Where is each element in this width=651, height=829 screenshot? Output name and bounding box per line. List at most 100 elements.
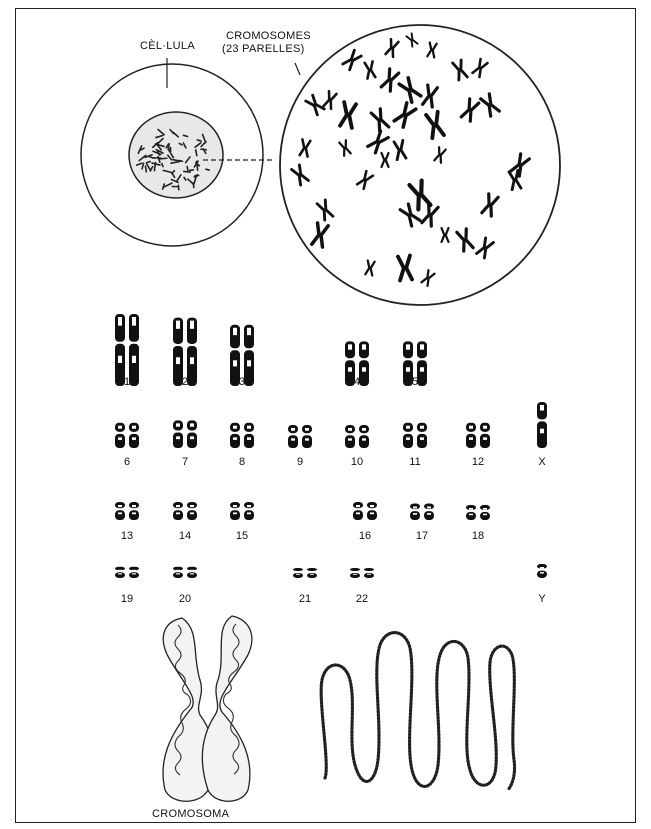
chromosome-glyph bbox=[350, 568, 360, 578]
loose-chromosome bbox=[511, 154, 530, 176]
chromosome-glyph bbox=[480, 423, 490, 448]
loose-chromosome bbox=[312, 223, 328, 247]
chromosome-pair-15 bbox=[230, 502, 254, 520]
loose-chromosome bbox=[386, 39, 399, 57]
loose-chromosome bbox=[365, 260, 374, 275]
chromosome-glyph bbox=[129, 502, 139, 520]
chromosome-glyph bbox=[403, 423, 413, 448]
loose-chromosome bbox=[343, 50, 361, 70]
scattered-chromosomes bbox=[292, 33, 530, 286]
karyotype-label-7: 7 bbox=[165, 456, 205, 468]
chromatin-fiber bbox=[321, 633, 514, 790]
chromosome-glyph bbox=[417, 423, 427, 448]
karyotype-label-17: 17 bbox=[402, 530, 442, 542]
loose-chromosome bbox=[317, 200, 333, 220]
karyotype-label-4: 4 bbox=[337, 376, 377, 388]
chromatin-fleck bbox=[196, 150, 197, 156]
loose-chromosome bbox=[473, 59, 488, 77]
loose-chromosome bbox=[442, 228, 449, 242]
chromatin-fleck bbox=[154, 162, 155, 170]
karyotype-label-12: 12 bbox=[458, 456, 498, 468]
loose-chromosome bbox=[457, 229, 473, 251]
chromosomes-label-pointer bbox=[295, 63, 300, 75]
chromosome-glyph bbox=[173, 567, 183, 578]
chromosome-glyph bbox=[302, 425, 312, 448]
loose-chromosome bbox=[340, 102, 356, 128]
cell-nucleus bbox=[129, 112, 223, 198]
loose-chromosome bbox=[423, 85, 438, 107]
loose-chromosome bbox=[453, 60, 468, 80]
loose-chromosome bbox=[292, 165, 309, 185]
loose-chromosome bbox=[381, 69, 399, 91]
chromosome-glyph bbox=[187, 502, 197, 520]
loose-chromosome bbox=[394, 140, 406, 159]
loose-chromosome bbox=[477, 238, 494, 258]
loose-chromosome bbox=[482, 194, 498, 216]
chromatin-fleck bbox=[168, 148, 169, 151]
chromosome-glyph bbox=[466, 505, 476, 520]
chromosome-pair-12 bbox=[466, 423, 490, 448]
chromosome-glyph bbox=[353, 502, 363, 520]
chromosome-glyph bbox=[359, 425, 369, 448]
karyotype-label-14: 14 bbox=[165, 530, 205, 542]
karyotype-label-8: 8 bbox=[222, 456, 262, 468]
chromosome-glyph bbox=[129, 567, 139, 578]
chromosome-glyph bbox=[115, 423, 125, 448]
chromosome-pair-10 bbox=[345, 425, 369, 448]
chromosome-pair-16 bbox=[353, 502, 377, 520]
chromosome-pair-9 bbox=[288, 425, 312, 448]
chromosome-pair-11 bbox=[403, 423, 427, 448]
chromosome-pair-7 bbox=[173, 420, 197, 448]
chromatin-fleck bbox=[206, 169, 209, 170]
cell-diagram bbox=[81, 58, 300, 246]
chromatin-fleck bbox=[187, 167, 188, 170]
chromosome-pair-17 bbox=[410, 504, 434, 521]
loose-chromosome bbox=[306, 95, 324, 115]
karyotype-label-16: 16 bbox=[345, 530, 385, 542]
loose-chromosome bbox=[426, 112, 444, 138]
chromosome-glyph bbox=[115, 502, 125, 520]
karyotype-label-6: 6 bbox=[107, 456, 147, 468]
chromosome-pair-x bbox=[537, 402, 547, 448]
chromatin-fleck bbox=[145, 166, 146, 172]
chromatin-fleck bbox=[189, 170, 193, 171]
chromatin-fleck bbox=[197, 161, 198, 170]
loose-chromosome bbox=[481, 94, 500, 116]
loose-chromosome bbox=[324, 91, 337, 109]
karyotype-label-22: 22 bbox=[342, 593, 382, 605]
chromosome-glyph bbox=[230, 423, 240, 448]
chromosome-glyph bbox=[466, 423, 476, 448]
chromosome-glyph bbox=[307, 568, 317, 578]
chromosome-pair-y bbox=[537, 564, 547, 578]
chromosome-pair-8 bbox=[230, 423, 254, 448]
chromatin-fiber-core bbox=[321, 633, 514, 790]
chromosome-glyph bbox=[367, 502, 377, 520]
chromosomes-pairs-label: (23 PARELLES) bbox=[222, 43, 305, 55]
chromosome-pair-6 bbox=[115, 423, 139, 448]
chromatin-fleck bbox=[160, 158, 166, 159]
chromosome-glyph bbox=[187, 567, 197, 578]
loose-chromosome bbox=[406, 33, 417, 46]
chromatin-fleck bbox=[147, 162, 150, 163]
karyotype-label-13: 13 bbox=[107, 530, 147, 542]
loose-chromosome bbox=[398, 256, 412, 281]
loose-chromosome bbox=[382, 153, 389, 167]
chromosome-glyph bbox=[244, 423, 254, 448]
loose-chromosome bbox=[368, 131, 389, 153]
chromosome-label: CROMOSOMA bbox=[152, 808, 229, 820]
chromosome-glyph bbox=[187, 420, 197, 448]
chromosome-glyph bbox=[345, 425, 355, 448]
chromatid-right bbox=[202, 616, 251, 801]
chromosome-pair-20 bbox=[173, 567, 197, 578]
chromosome-glyph bbox=[424, 504, 434, 521]
loose-chromosome bbox=[461, 99, 479, 121]
loose-chromosome bbox=[357, 171, 373, 189]
chromosome-pair-21 bbox=[293, 568, 317, 578]
chromosome-glyph bbox=[288, 425, 298, 448]
chromosome-glyph bbox=[537, 402, 547, 448]
loose-chromosome bbox=[371, 109, 389, 131]
chromosome-pair-13 bbox=[115, 502, 139, 520]
karyotype-label-20: 20 bbox=[165, 593, 205, 605]
karyotype-label-1: 1 bbox=[107, 376, 147, 388]
